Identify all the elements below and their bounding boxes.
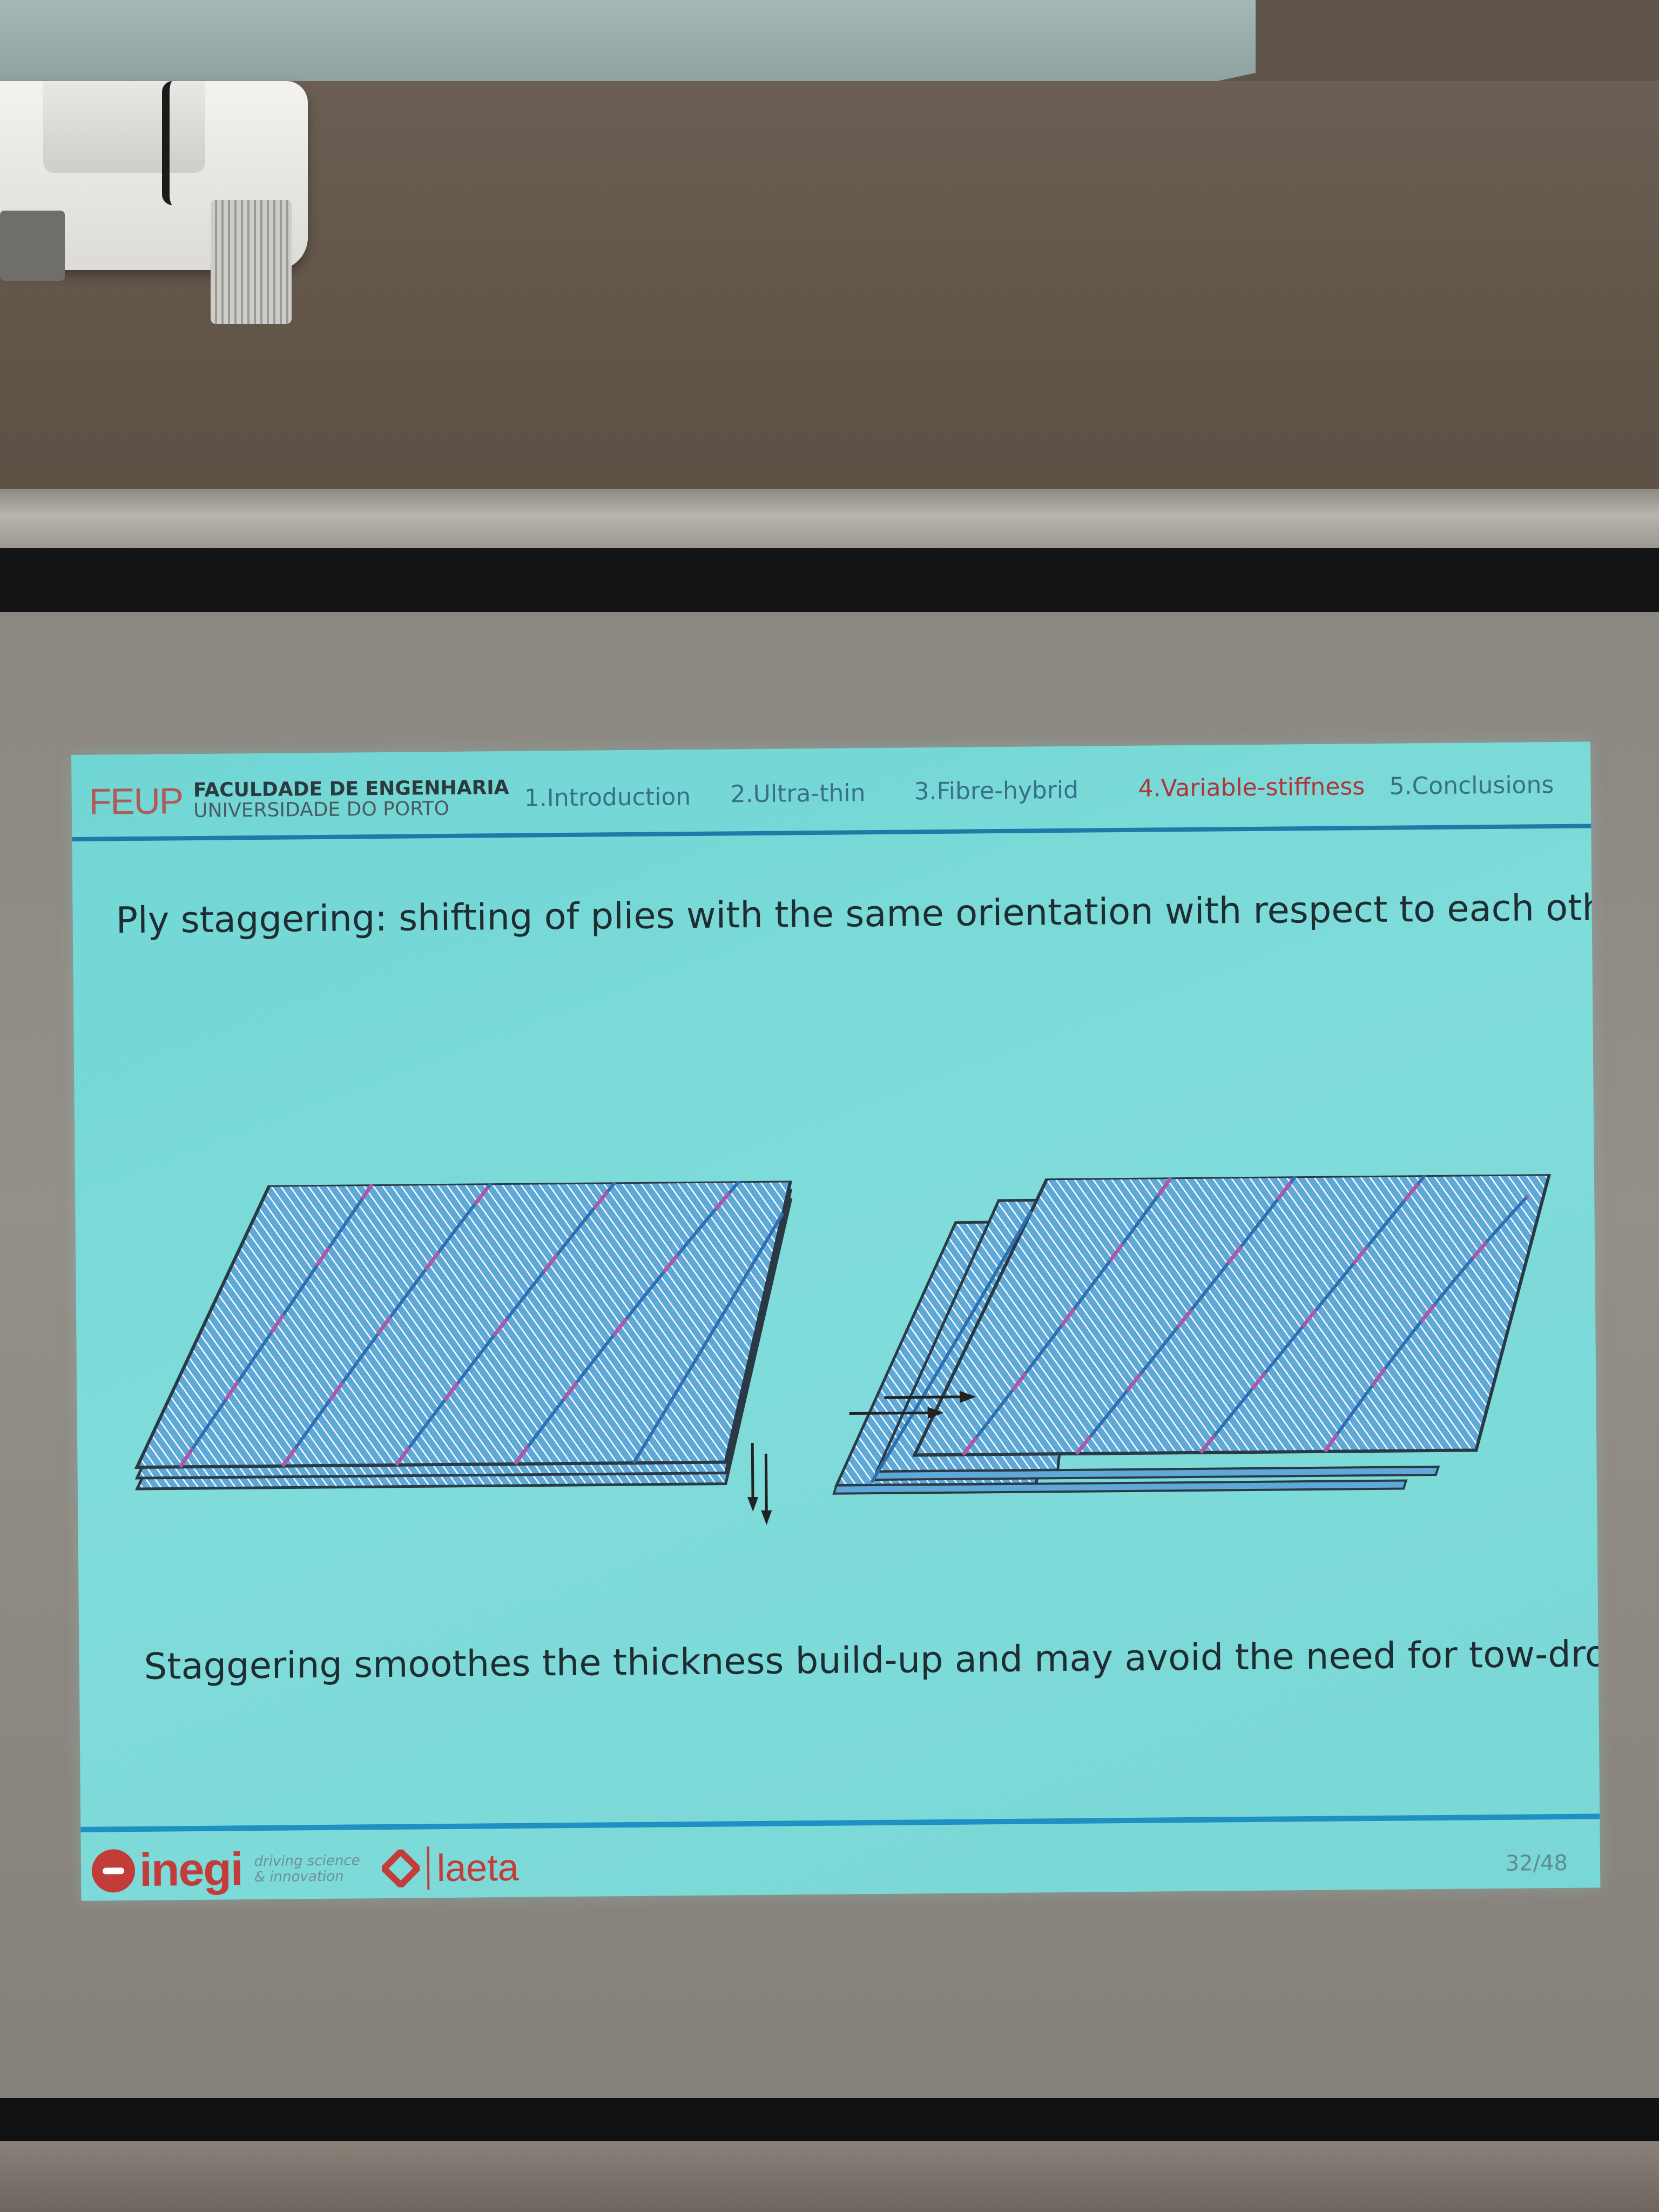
inegi-tagline-2: & innovation (254, 1868, 344, 1885)
laeta-wordmark: laeta (436, 1846, 519, 1889)
slide-page-number: 32/48 (1505, 1850, 1568, 1876)
staggered-ply-bottom-base (832, 1479, 1408, 1495)
screen-top-border (0, 548, 1659, 612)
inegi-logo: inegi driving science & innovation laeta (91, 1840, 519, 1898)
screen-bottom-border (0, 2098, 1659, 2141)
staggered-ply-top (912, 1174, 1552, 1457)
aligned-ply-stack (134, 1179, 793, 1525)
institution-name: FACULDADE DE ENGENHARIA UNIVERSIDADE DO … (193, 777, 509, 822)
inegi-tagline-1: driving science (254, 1852, 360, 1870)
slide-caption: Staggering smoothes the thickness build-… (144, 1632, 1601, 1688)
slide-title: Ply staggering: shifting of plies with t… (116, 886, 1601, 942)
staggered-ply-stack (832, 1174, 1552, 1495)
ceiling-projector (0, 81, 308, 324)
institution-line-1: FACULDADE DE ENGENHARIA (193, 777, 509, 802)
inegi-mark-icon (91, 1849, 136, 1893)
projected-slide: FEUP FACULDADE DE ENGENHARIA UNIVERSIDAD… (71, 741, 1601, 1901)
thickness-arrow-1 (751, 1443, 754, 1506)
nav-item-ultra-thin: 2.Ultra-thin (730, 779, 866, 808)
slide-header: FEUP FACULDADE DE ENGENHARIA UNIVERSIDAD… (71, 741, 1591, 841)
inegi-wordmark: inegi (139, 1843, 243, 1896)
institution-line-2: UNIVERSIDADE DO PORTO (193, 797, 450, 822)
projector-vents (211, 200, 292, 324)
ply-staggering-figure (134, 1174, 1552, 1525)
inegi-tagline: driving science & innovation (254, 1852, 360, 1885)
projector-mount (43, 81, 205, 173)
nav-item-conclusions: 5.Conclusions (1389, 771, 1554, 800)
nav-item-fibre-hybrid: 3.Fibre-hybrid (914, 776, 1079, 806)
laeta-logo: laeta (381, 1845, 519, 1890)
projector-ports (0, 211, 65, 281)
nav-item-introduction: 1.Introduction (524, 783, 691, 812)
laeta-separator (427, 1846, 430, 1890)
nav-item-variable-stiffness: 4.Variable-stiffness (1138, 773, 1365, 802)
feup-logo-block: FEUP FACULDADE DE ENGENHARIA UNIVERSIDAD… (89, 777, 509, 823)
screen-housing (0, 489, 1659, 548)
feup-logo: FEUP (89, 780, 183, 822)
projector-cable (162, 81, 191, 205)
laeta-diamond-icon (381, 1849, 420, 1887)
stagger-arrow-2 (884, 1395, 968, 1399)
slide-footer: inegi driving science & innovation laeta… (80, 1813, 1601, 1901)
ceiling-panel (0, 0, 1256, 81)
aligned-ply-top (134, 1179, 793, 1469)
floor (0, 2141, 1659, 2212)
